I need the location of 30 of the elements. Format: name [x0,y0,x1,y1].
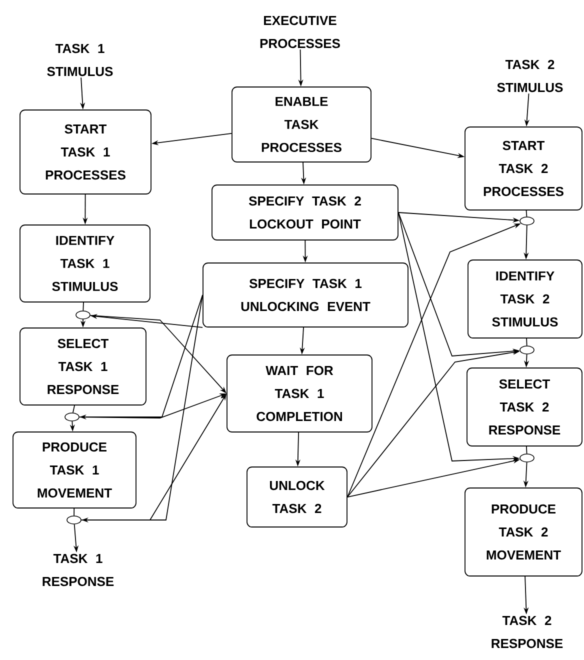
process-box: UNLOCK TASK 2 [246,466,348,528]
process-box: SPECIFY TASK 1 UNLOCKING EVENT [202,262,408,328]
process-box: ENABLE TASK PROCESSES [232,86,372,162]
process-box: SPECIFY TASK 2 LOCKOUT POINT [212,184,398,240]
process-box: IDENTIFY TASK 1 STIMULUS [20,224,150,302]
process-box: SELECT TASK 1 RESPONSE [20,328,146,406]
connector-line [82,302,84,312]
connector-line [526,446,528,454]
endpoint-label: TASK 1 RESPONSE [42,554,114,586]
process-box: PRODUCE TASK 1 MOVEMENT [12,432,136,508]
connector-line [526,210,528,218]
gate-ellipse [520,454,534,462]
connector-line [74,508,75,516]
endpoint-label: TASK 1 STIMULUS [47,44,113,76]
gate-ellipse [76,310,90,320]
process-box: START TASK 1 PROCESSES [20,110,152,194]
process-box: WAIT FOR TASK 1 COMPLETION [226,354,372,432]
gate-ellipse [66,516,82,524]
endpoint-label: TASK 2 RESPONSE [492,616,563,648]
endpoint-label: TASK 2 STIMULUS [497,60,563,92]
connector-line [72,405,75,414]
gate-ellipse [64,412,80,422]
process-box: PRODUCE TASK 2 MOVEMENT [464,488,582,576]
process-box: START TASK 2 PROCESSES [464,126,582,210]
process-box: SELECT TASK 2 RESPONSE [466,368,582,446]
endpoint-label: EXECUTIVE PROCESSES [260,16,340,48]
gate-ellipse [520,216,534,226]
process-box: IDENTIFY TASK 2 STIMULUS [468,260,582,338]
gate-ellipse [520,346,534,354]
connector-line [526,338,528,346]
